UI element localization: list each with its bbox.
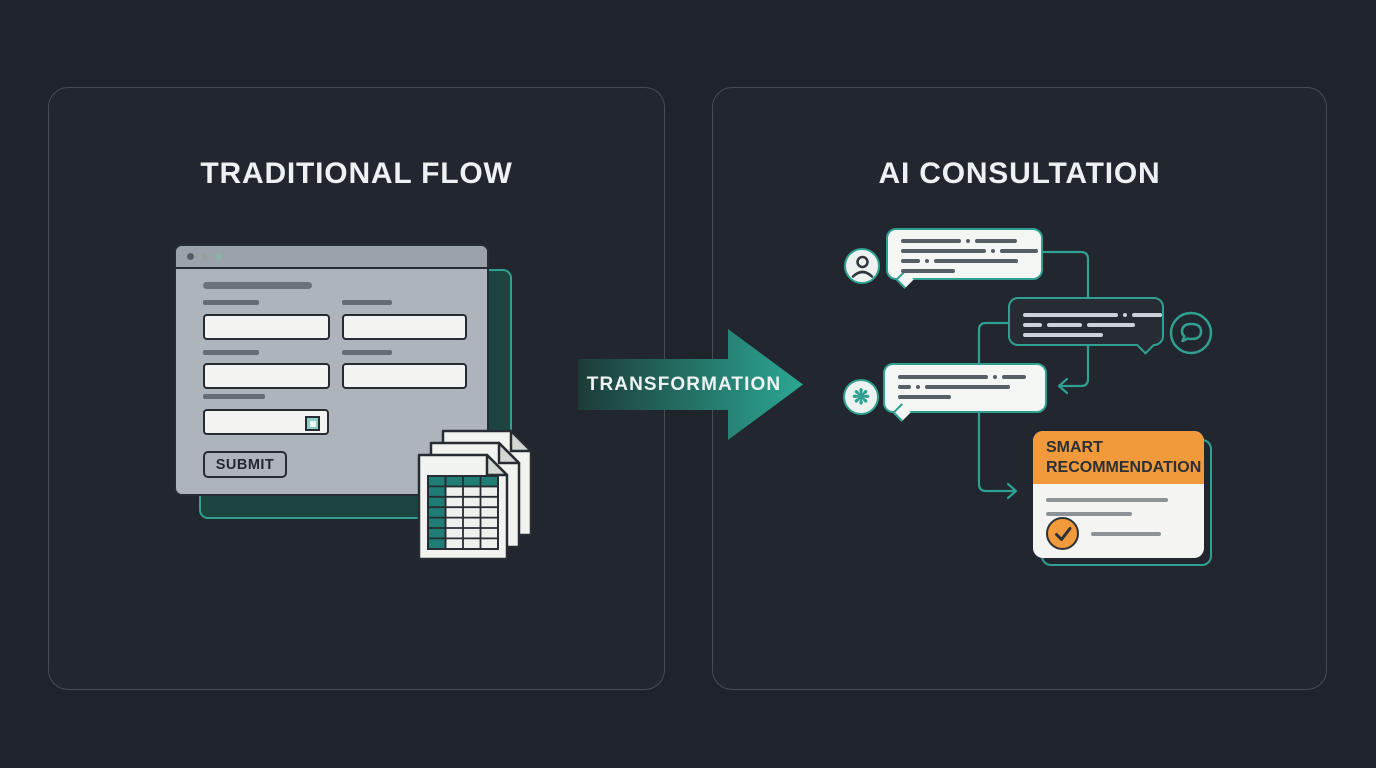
check-circle-icon — [1046, 517, 1079, 550]
window-dot-icon — [201, 253, 208, 260]
text-line — [1046, 512, 1132, 516]
window-dot-icon — [215, 253, 222, 260]
form-input[interactable] — [203, 363, 330, 389]
spreadsheet-grid — [427, 475, 499, 550]
card-header: SMART RECOMMENDATION — [1033, 431, 1204, 484]
ai-avatar-icon: ❋ — [843, 379, 879, 415]
form-select-input[interactable] — [203, 409, 329, 435]
transformation-label: TRANSFORMATION — [586, 374, 782, 395]
form-window: SUBMIT — [174, 244, 489, 496]
user-chat-bubble — [886, 228, 1043, 289]
right-panel-title: AI CONSULTATION — [878, 157, 1161, 190]
checkbox-icon[interactable] — [305, 416, 320, 431]
traditional-flow-panel: TRADITIONAL FLOW SUBMIT — [48, 87, 665, 690]
left-panel-title: TRADITIONAL FLOW — [200, 157, 513, 190]
text-line — [1046, 498, 1168, 502]
field-label — [203, 394, 265, 399]
window-titlebar — [176, 246, 487, 269]
form-input[interactable] — [342, 363, 467, 389]
smart-recommendation-card: SMART RECOMMENDATION — [1033, 431, 1204, 558]
submit-button[interactable]: SUBMIT — [203, 451, 287, 478]
field-label — [342, 300, 392, 305]
transformation-arrow: TRANSFORMATION — [573, 326, 808, 444]
flow-connector-lines — [977, 250, 1090, 500]
user-avatar-icon — [844, 248, 880, 284]
chat-bubble-icon — [1169, 311, 1213, 355]
form-input[interactable] — [203, 314, 330, 340]
ai-chat-bubble-dark — [1008, 297, 1164, 355]
window-dot-icon — [187, 253, 194, 260]
spreadsheet-stack-icon — [417, 429, 533, 561]
arrow-shape — [578, 329, 803, 440]
text-line — [1091, 532, 1161, 536]
field-label — [203, 350, 259, 355]
ai-consultation-panel: AI CONSULTATION — [712, 87, 1327, 690]
form-heading-placeholder — [203, 282, 312, 289]
ai-chat-bubble-light — [883, 363, 1047, 422]
field-label — [342, 350, 392, 355]
form-input[interactable] — [342, 314, 467, 340]
field-label — [203, 300, 259, 305]
